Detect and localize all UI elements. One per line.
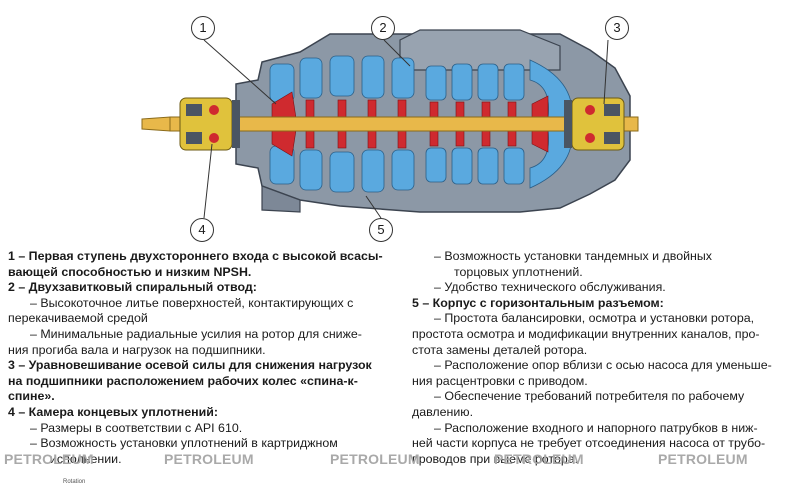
section-5-bullet-3: – Обеспечение требований потребителя по … (434, 389, 745, 404)
section-3-title: 3 – Уравновешивание осевой силы для сниж… (8, 358, 372, 373)
watermark-3: PETROLEUM (330, 451, 420, 467)
section-5-bullet-4-cont-2: проводов при выеме ротора. (412, 451, 579, 466)
section-5-bullet-1: – Простота балансировки, осмотра и устан… (434, 311, 755, 326)
pump-cross-section-diagram: 1 2 3 4 5 (141, 16, 639, 242)
watermark-1: PETROLEUM (4, 451, 94, 467)
section-4-bullet-1: – Размеры в соответствии с API 610. (30, 420, 243, 435)
watermark-2: PETROLEUM (164, 451, 254, 467)
callout-3: 3 (605, 16, 629, 40)
right-text-column: – Возможность установки тандемных и двой… (412, 249, 800, 467)
section-2-bullet-2: – Минимальные радиальные усилия на ротор… (30, 326, 362, 341)
section-4-bullet-2: – Возможность установки уплотнений в кар… (30, 436, 338, 451)
section-5-title: 5 – Корпус с горизонтальным разъемом: (412, 295, 664, 310)
shaft-coupling-end (141, 116, 171, 132)
section-5-bullet-3-cont: давлению. (412, 404, 474, 419)
callout-2: 2 (371, 16, 395, 40)
section-5-bullet-1-cont-1: простота осмотра и модификации внутренни… (412, 326, 760, 341)
right-bearing-housing (564, 97, 625, 151)
left-text-column: 1 – Первая ступень двухстороннего входа … (8, 249, 396, 467)
section-5-bullet-4: – Расположение входного и напорного патр… (434, 420, 758, 435)
section-1-title: 1 – Первая ступень двухстороннего входа … (8, 249, 383, 263)
section-4-title: 4 – Камера концевых уплотнений: (8, 404, 218, 419)
section-2-title: 2 – Двухзавитковый спиральный отвод: (8, 280, 257, 295)
section-4-bullet-3-cont: торцовых уплотнений. (454, 264, 583, 279)
section-5-bullet-2-cont: ния расцентровки с приводом. (412, 373, 588, 388)
watermark-4: PETROLEUM (494, 451, 584, 467)
section-2-bullet-2-cont: ния прогиба вала и нагрузок на подшипник… (8, 342, 266, 357)
pump-drawing (141, 29, 639, 219)
flow-passages (269, 55, 573, 193)
discharge-nozzle (261, 185, 301, 213)
section-4-bullet-4: – Удобство технического обслуживания. (434, 280, 666, 295)
callout-4: 4 (190, 218, 214, 242)
section-5-bullet-4-cont-1: ней части корпуса не требует отсоединени… (412, 436, 766, 451)
section-3-title-cont-1: на подшипники расположением рабочих коле… (8, 373, 358, 388)
section-2-bullet-1: – Высокоточное литье поверхностей, конта… (30, 295, 354, 310)
rotation-label: Rotation (63, 479, 86, 485)
watermark-5: PETROLEUM (658, 451, 748, 467)
callout-5: 5 (369, 218, 393, 242)
section-3-title-cont-2: спине». (8, 389, 55, 404)
callout-1: 1 (191, 16, 215, 40)
section-2-bullet-1-cont: перекачиваемой средой (8, 311, 148, 326)
section-5-bullet-2: – Расположение опор вблизи с осью насоса… (434, 358, 772, 373)
section-4-bullet-3: – Возможность установки тандемных и двой… (434, 249, 712, 263)
section-5-bullet-1-cont-2: стота замены деталей ротора. (412, 342, 588, 357)
left-bearing-housing (179, 97, 240, 151)
callout-leaders (203, 39, 609, 219)
section-4-bullet-2-cont: исполнении. (50, 451, 122, 466)
section-1-title-cont: вающей способностью и низким NPSH. (8, 264, 252, 279)
